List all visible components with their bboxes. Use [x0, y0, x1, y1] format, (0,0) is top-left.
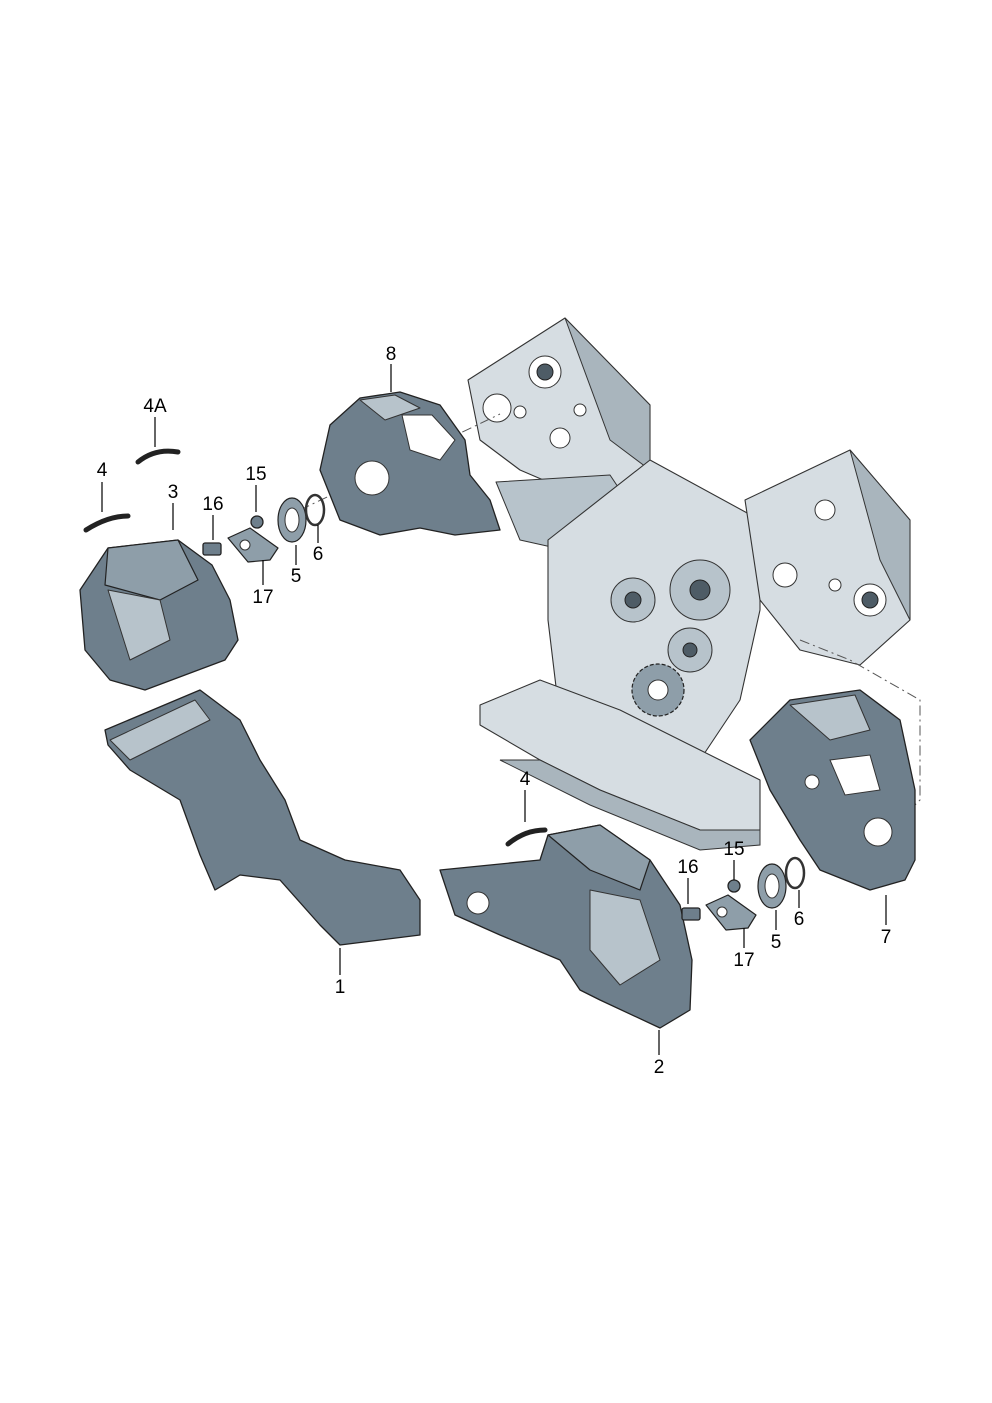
part-15-nut-right — [727, 879, 741, 893]
engine-block — [467, 317, 911, 851]
part-4a-clip — [135, 448, 181, 465]
part-4-clip-right — [505, 827, 548, 847]
part-17-gasket-left — [227, 527, 279, 563]
callout-4a: 4A — [143, 396, 167, 417]
part-4-clip-left — [83, 513, 131, 533]
callout-5-left: 5 — [291, 566, 302, 587]
callout-15-right: 15 — [723, 839, 744, 860]
part-6-oring-right — [784, 856, 806, 890]
callout-1: 1 — [335, 977, 346, 998]
callout-17-right: 17 — [733, 950, 754, 971]
part-16-bolt-right — [681, 907, 701, 921]
callout-16-left: 16 — [202, 494, 223, 515]
part-2-cover-right — [439, 824, 693, 1029]
callout-3: 3 — [168, 482, 179, 503]
callout-4-left: 4 — [97, 460, 108, 481]
callout-6-right: 6 — [794, 909, 805, 930]
part-8-backing-plate — [319, 391, 501, 536]
part-17-gasket-right — [705, 894, 757, 931]
part-15-nut-left — [250, 515, 264, 529]
callout-2: 2 — [654, 1057, 665, 1078]
part-5-seal-left — [277, 497, 307, 543]
callout-6-left: 6 — [313, 544, 324, 565]
callout-15-left: 15 — [245, 464, 266, 485]
callout-17-left: 17 — [252, 587, 273, 608]
part-16-bolt-left — [202, 542, 222, 556]
callout-5-right: 5 — [771, 932, 782, 953]
part-6-oring-left — [304, 493, 326, 527]
part-1-lower-cover-left — [104, 689, 421, 946]
callout-7: 7 — [881, 927, 892, 948]
callout-16-right: 16 — [677, 857, 698, 878]
part-3-upper-cover-left — [79, 539, 239, 691]
callout-4-right: 4 — [520, 769, 531, 790]
callout-8: 8 — [386, 344, 397, 365]
leader-lines — [101, 364, 887, 1055]
part-7-backing-plate-right — [749, 689, 916, 891]
part-5-seal-right — [757, 863, 787, 909]
